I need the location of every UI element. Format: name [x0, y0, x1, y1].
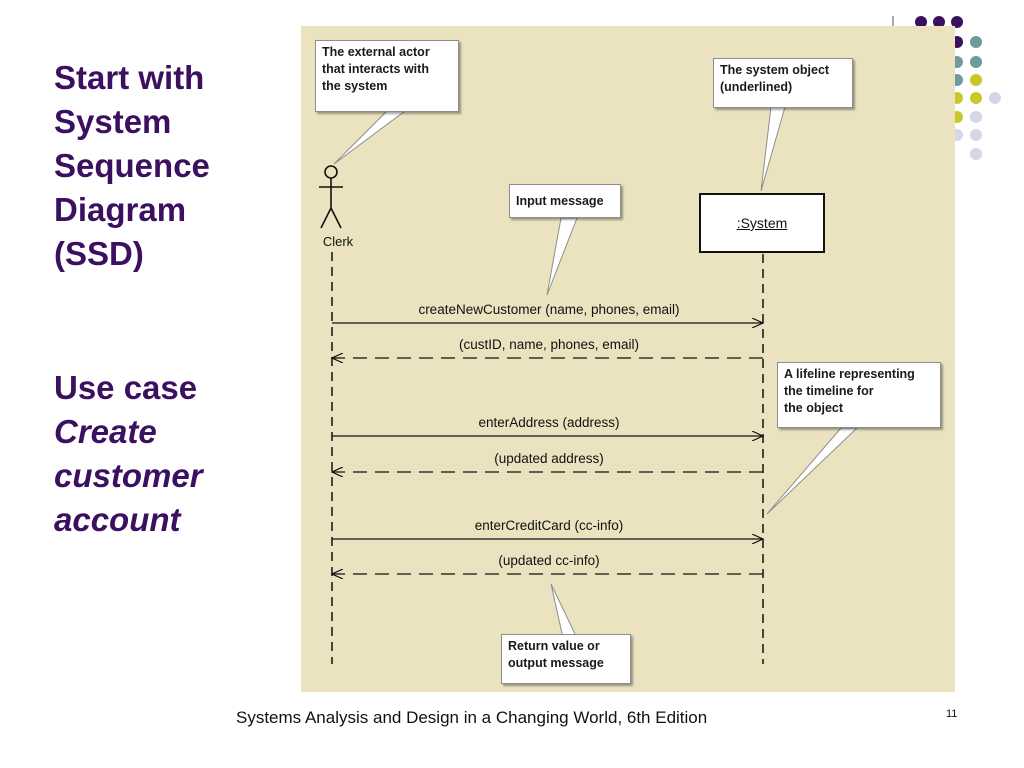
title-line: Sequence — [54, 147, 210, 184]
callout-line: the system — [322, 79, 388, 93]
footer-text: Systems Analysis and Design in a Changin… — [236, 708, 708, 727]
callout-pointers — [333, 106, 859, 639]
return-value-callout: Return value or output message — [501, 634, 631, 684]
system-object-box: :System — [699, 193, 825, 253]
callout-line: output message — [508, 656, 604, 670]
return-label: (updated address) — [494, 451, 604, 466]
deco-dot — [970, 92, 982, 104]
deco-dot — [933, 16, 945, 28]
deco-dot — [951, 16, 963, 28]
input-message-callout: Input message — [509, 184, 621, 218]
deco-dot — [970, 148, 982, 160]
lifeline-callout: A lifeline representing the timeline for… — [777, 362, 941, 428]
callout-line: A lifeline representing — [784, 367, 915, 381]
message-label: createNewCustomer (name, phones, email) — [418, 302, 680, 317]
system-object-callout: The system object (underlined) — [713, 58, 853, 108]
diagram-lines — [319, 106, 859, 664]
usecase-name-line: account — [54, 501, 181, 538]
actor-callout: The external actor that interacts with t… — [315, 40, 459, 112]
title-line: (SSD) — [54, 235, 144, 272]
title-line: Diagram — [54, 191, 187, 228]
callout-line: the timeline for — [784, 384, 874, 398]
callout-line: The external actor — [322, 45, 430, 59]
return-label: (updated cc-info) — [498, 553, 600, 568]
callout-line: that interacts with — [322, 62, 429, 76]
title-line: System — [54, 103, 172, 140]
message-label: enterCreditCard (cc-info) — [474, 518, 624, 533]
actor-stick-figure — [319, 165, 343, 229]
usecase-name-line: Create — [54, 413, 157, 450]
callout-line: Input message — [516, 194, 604, 208]
callout-line: (underlined) — [720, 80, 793, 94]
actor-label: Clerk — [322, 234, 354, 249]
callout-line: The system object — [720, 63, 830, 77]
usecase-name-line: customer — [54, 457, 203, 494]
deco-dot — [970, 74, 982, 86]
deco-dot — [970, 129, 982, 141]
usecase-label: Use case — [54, 369, 198, 406]
return-label: (custID, name, phones, email) — [458, 337, 640, 352]
callout-line: the object — [784, 401, 844, 415]
slide-title: Start with System Sequence Diagram (SSD) — [54, 56, 284, 276]
sequence-diagram: Clerk :System The external actor that in… — [301, 26, 955, 692]
deco-dot — [970, 111, 982, 123]
title-line: Start with — [54, 59, 205, 96]
message-label: enterAddress (address) — [478, 415, 620, 430]
deco-dot — [970, 56, 982, 68]
deco-dot — [970, 36, 982, 48]
deco-dot — [915, 16, 927, 28]
usecase-block: Use case Create customer account — [54, 366, 284, 542]
deco-dot — [989, 92, 1001, 104]
page-number: 11 — [946, 708, 958, 720]
callout-line: Return value or — [508, 639, 600, 653]
